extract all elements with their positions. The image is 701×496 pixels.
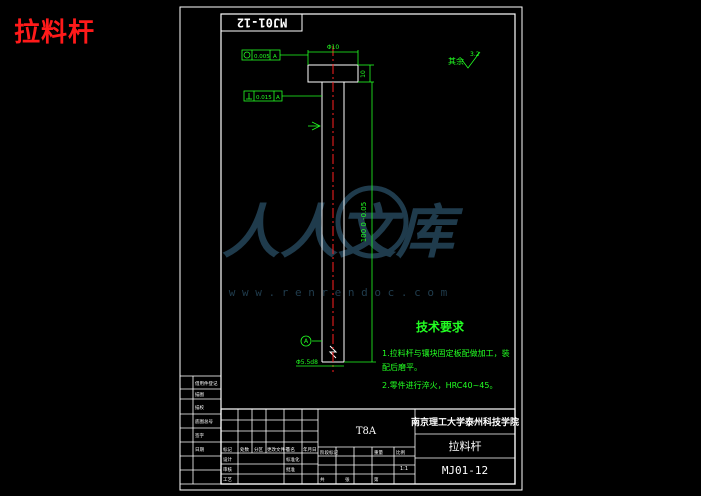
side-label: 借用件登记 bbox=[195, 380, 218, 387]
row-label: 标记 bbox=[223, 446, 232, 453]
tech-req-title: 技术要求 bbox=[416, 319, 465, 334]
roughness-note: 其余 3.2 bbox=[448, 51, 481, 69]
stage-label: 比例 bbox=[396, 449, 405, 456]
stage-label: 审核 bbox=[223, 466, 232, 473]
roughness-label: 其余 bbox=[448, 56, 464, 66]
side-label: 底图总号 bbox=[195, 418, 213, 425]
datum-label: A bbox=[304, 338, 309, 345]
stage-label: 第 bbox=[374, 476, 379, 483]
drawing-no: MJ01-12 bbox=[442, 464, 488, 477]
perpendicularity-datum: A bbox=[276, 95, 280, 101]
drawing-number-tag: MJ01-12 bbox=[220, 13, 303, 32]
stage-label: 设计 bbox=[223, 456, 232, 463]
side-label: 签字 bbox=[195, 432, 204, 439]
roughness-value: 3.2 bbox=[470, 51, 480, 58]
datum-bubble-icon bbox=[300, 335, 312, 347]
dimension-texts: Φ10 10 100 0 -0.05 Φ5.5d8 bbox=[296, 44, 368, 366]
scale-value: 1:1 bbox=[400, 466, 408, 472]
flatness-datum: A bbox=[273, 54, 277, 60]
flatness-value: 0.005 bbox=[254, 54, 270, 60]
stage-label: 重量 bbox=[374, 449, 383, 456]
row-label: 分区 bbox=[254, 446, 263, 453]
dim-shaft-diameter: Φ5.5d8 bbox=[296, 359, 318, 366]
row-label: 年月日 bbox=[303, 446, 317, 453]
flatness-symbol-icon bbox=[243, 51, 251, 59]
perpendicularity-symbol-icon bbox=[246, 93, 252, 100]
watermark-url: w w w . r e n r e n d o c . c o m bbox=[229, 286, 448, 299]
school-name: 南京理工大学泰州科技学院 bbox=[411, 416, 519, 428]
page-title: 拉料杆 bbox=[14, 18, 96, 48]
tech-req-line: 配后磨平。 bbox=[382, 362, 422, 372]
drawing-number-tag-text: MJ01-12 bbox=[237, 16, 288, 30]
stage-label: 标准化 bbox=[286, 456, 300, 463]
title-block-row-labels: 标记 处数 分区 更改文件号 签名 年月日 设计 审核 工艺 批准 标准化 阶段… bbox=[223, 446, 405, 483]
stage-label: 工艺 bbox=[223, 477, 232, 483]
side-label: 描图 bbox=[195, 391, 204, 398]
stage-label: 批准 bbox=[286, 466, 295, 473]
side-label: 日期 bbox=[195, 447, 204, 453]
side-label: 描校 bbox=[195, 404, 204, 411]
roughness-symbol-icon bbox=[461, 51, 481, 69]
dim-shaft-length: 100 0 -0.05 bbox=[360, 202, 368, 242]
technical-requirements: 技术要求 1.拉料杆与镶块固定板配做加工，装 配后磨平。 2.零件进行淬火，HR… bbox=[382, 319, 510, 390]
stage-label: 张 bbox=[345, 476, 350, 483]
stage-label: 阶段标记 bbox=[320, 449, 338, 456]
dim-head-height: 10 bbox=[360, 70, 367, 78]
material: T8A bbox=[356, 426, 377, 437]
perpendicularity-value: 0.015 bbox=[256, 95, 272, 101]
dimensions bbox=[280, 50, 376, 367]
row-label: 签名 bbox=[286, 446, 295, 453]
stage-label: 共 bbox=[320, 476, 325, 483]
tech-req-line: 2.零件进行淬火，HRC40~45。 bbox=[382, 380, 497, 390]
perpendicularity-frame bbox=[243, 90, 283, 102]
tech-req-line: 1.拉料杆与镶块固定板配做加工，装 bbox=[382, 348, 510, 358]
row-label: 处数 bbox=[240, 446, 249, 453]
flatness-frame bbox=[241, 49, 281, 61]
title-block bbox=[220, 408, 516, 485]
sheet-border bbox=[179, 6, 523, 491]
part-name: 拉料杆 bbox=[449, 439, 482, 453]
watermark: 人人文库 w w w . r e n r e n d o c . c o m bbox=[222, 185, 464, 299]
dim-head-diameter: Φ10 bbox=[327, 44, 340, 51]
side-label-texts: 借用件登记 描图 描校 底图总号 签字 日期 bbox=[195, 380, 218, 453]
row-label: 更改文件号 bbox=[267, 446, 290, 453]
